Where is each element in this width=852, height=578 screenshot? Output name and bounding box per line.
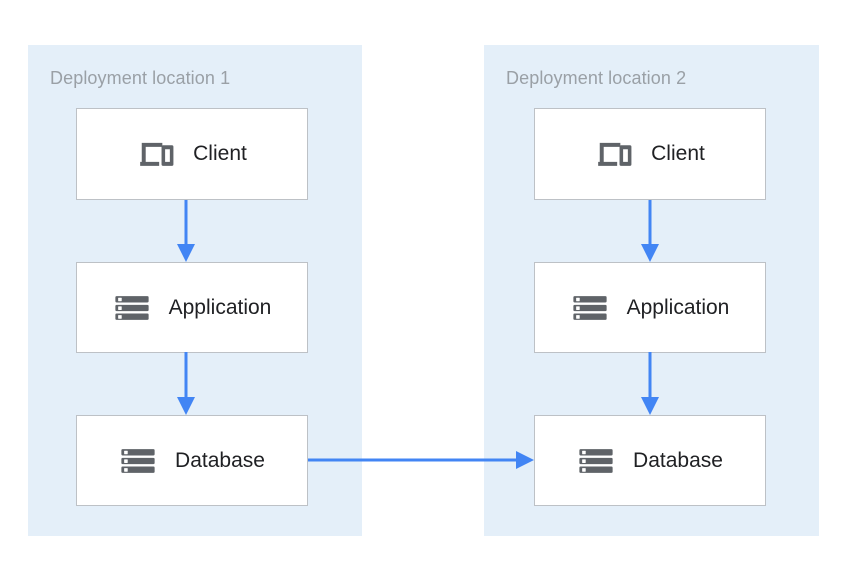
server-icon <box>573 295 607 320</box>
node-label: Client <box>651 142 705 165</box>
server-icon <box>115 295 149 320</box>
node-card-database-1[interactable]: Database <box>76 415 308 506</box>
node-label: Database <box>175 448 265 472</box>
server-icon <box>579 448 613 473</box>
connector-arrow <box>640 352 660 415</box>
node-label: Database <box>633 448 723 472</box>
zone-label: Deployment location 1 <box>50 68 231 88</box>
devices-icon <box>598 142 632 166</box>
connector-arrow <box>176 352 196 415</box>
connector-arrow <box>176 200 196 262</box>
connector-arrow <box>640 200 660 262</box>
node-card-database-2[interactable]: Database <box>534 415 766 506</box>
zone-label: Deployment location 2 <box>506 68 687 88</box>
node-card-application-1[interactable]: Application <box>76 262 308 353</box>
node-card-client-1[interactable]: Client <box>76 108 308 200</box>
node-card-application-2[interactable]: Application <box>534 262 766 353</box>
devices-icon <box>140 142 174 166</box>
node-label: Application <box>626 295 730 319</box>
server-icon <box>121 448 155 473</box>
node-label: Application <box>168 295 272 319</box>
node-label: Client <box>193 142 247 165</box>
node-card-client-2[interactable]: Client <box>534 108 766 200</box>
connector-arrow <box>308 450 534 470</box>
